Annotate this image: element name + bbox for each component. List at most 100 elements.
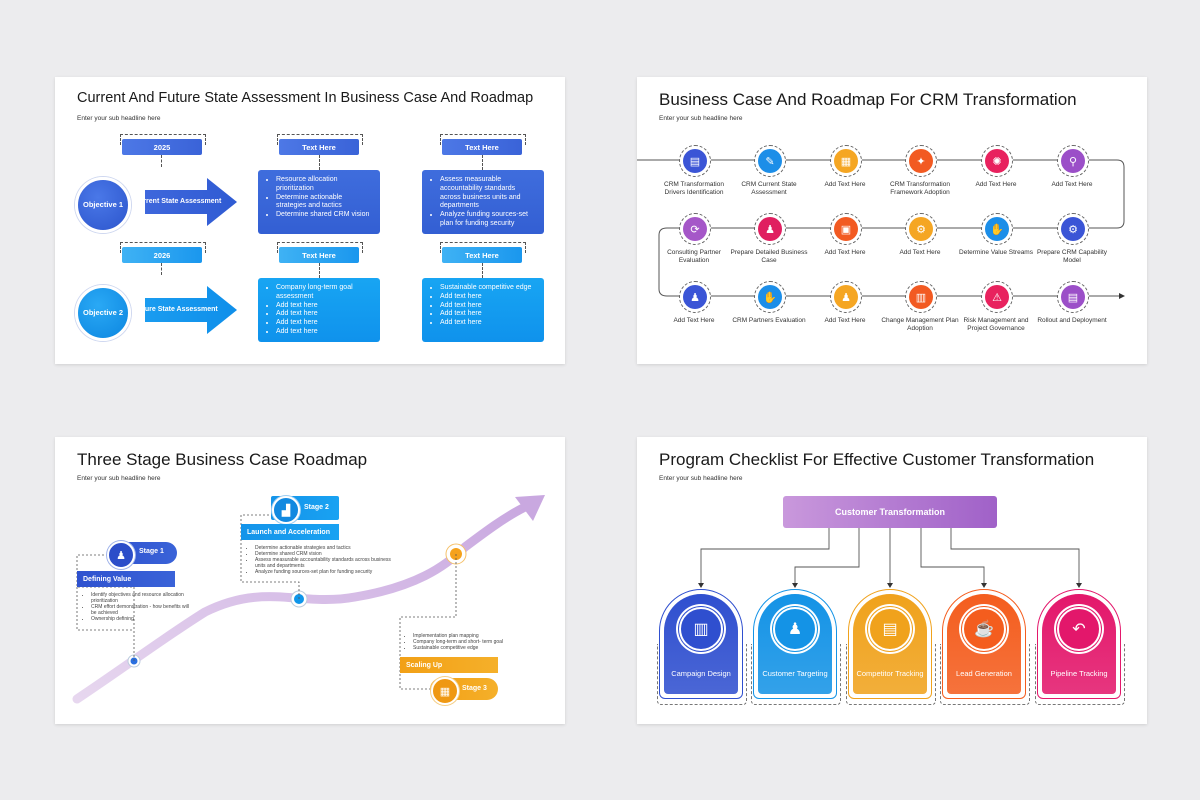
roadmap-node: ⚲ xyxy=(1057,145,1089,177)
connector xyxy=(161,155,162,167)
bullet-item: Add text here xyxy=(440,310,536,319)
bullet-item: CRM effort demonstration - how benefits … xyxy=(91,604,193,616)
card-bracket xyxy=(940,644,1030,705)
bullet-item: Add text here xyxy=(276,328,372,337)
bullet-item: Company long-term and short- term goal xyxy=(413,639,525,645)
roadmap-node: ⚙ xyxy=(905,213,937,245)
roadmap-node: ▥ xyxy=(905,281,937,313)
bullet-item: Add text here xyxy=(440,293,536,302)
bullet-item: Resource allocation prioritization xyxy=(276,176,372,194)
node-label: Rollout and Deployment xyxy=(1037,317,1107,324)
roadmap-node: ✋ xyxy=(981,213,1013,245)
icon-ring: ♟ xyxy=(770,604,820,654)
text-tag: Text Here xyxy=(279,139,359,155)
icon-ring: ▤ xyxy=(865,604,915,654)
stage-bullets: Determine actionable strategies and tact… xyxy=(247,545,397,575)
slide-subtitle: Enter your sub headline here xyxy=(659,475,743,482)
card-bracket xyxy=(1035,644,1125,705)
connector xyxy=(161,263,162,275)
connector xyxy=(319,263,320,278)
bullet-item: Add text here xyxy=(440,302,536,311)
node-label: Add Text Here xyxy=(899,249,941,256)
roadmap-node: ✋ xyxy=(754,281,786,313)
connector xyxy=(319,155,320,170)
roadmap-node: ✺ xyxy=(981,145,1013,177)
people-icon: ♟ xyxy=(758,217,782,241)
slide-subtitle: Enter your sub headline here xyxy=(77,115,161,122)
node-label: Add Text Here xyxy=(824,249,866,256)
network-icon: ✺ xyxy=(985,149,1009,173)
slide-title: Business Case And Roadmap For CRM Transf… xyxy=(659,90,1077,109)
roadmap-node: ♟ xyxy=(754,213,786,245)
roadmap-node: ✎ xyxy=(754,145,786,177)
tag-frame xyxy=(277,134,363,145)
gears-icon: ⚙ xyxy=(909,217,933,241)
bullet-item: Analyze funding sources-set plan for fun… xyxy=(440,211,536,229)
bullet-item: Add text here xyxy=(276,302,372,311)
roadmap-node: ▦ xyxy=(830,145,862,177)
bullet-list: Resource allocation prioritizationDeterm… xyxy=(266,176,372,220)
return-arrow-icon: ↶ xyxy=(1057,607,1101,651)
checklist-label: Pipeline Tracking xyxy=(1050,669,1108,678)
checklist-label: Lead Generation xyxy=(956,669,1012,678)
card-bracket xyxy=(751,644,841,705)
team-icon: ✦ xyxy=(909,149,933,173)
slide-current-future-state[interactable]: Current And Future State Assessment In B… xyxy=(55,77,565,364)
stage-heading: Defining Value xyxy=(77,571,175,587)
node-label: Add Text Here xyxy=(824,317,866,324)
node-label: Add Text Here xyxy=(673,317,715,324)
bullet-item: Determine actionable strategies and tact… xyxy=(276,194,372,212)
lead-icon: ☕ xyxy=(962,607,1006,651)
id-card-icon: ▣ xyxy=(834,217,858,241)
bullet-list: Sustainable competitive edgeAdd text her… xyxy=(430,284,536,328)
monitor-chart-icon: ▤ xyxy=(868,607,912,651)
text-tag: Text Here xyxy=(442,247,522,263)
slide-subtitle: Enter your sub headline here xyxy=(77,475,161,482)
tag-frame xyxy=(277,242,363,253)
year-tag: 2025 xyxy=(122,139,202,155)
chart-icon: ▦ xyxy=(834,149,858,173)
tree-connectors xyxy=(698,528,1082,588)
roadmap-node: ⟳ xyxy=(679,213,711,245)
node-label: CRM Transformation Drivers Identificatio… xyxy=(664,181,724,197)
bullet-box: Resource allocation prioritizationDeterm… xyxy=(258,170,380,234)
handshake-icon: ✋ xyxy=(758,285,782,309)
stage-icon: ▟ xyxy=(272,496,300,524)
tag-frame xyxy=(120,134,206,145)
stage-icon: ▦ xyxy=(431,677,459,705)
objective-circle: Objective 1 xyxy=(75,177,131,233)
roadmap-node: ♟ xyxy=(830,281,862,313)
hand-coin-icon: ✋ xyxy=(985,217,1009,241)
bullet-list: Company long-term goal assessmentAdd tex… xyxy=(266,284,372,337)
bullet-item: Implementation plan mapping xyxy=(413,633,525,639)
tag-frame xyxy=(440,242,526,253)
slide-subtitle: Enter your sub headline here xyxy=(659,115,743,122)
team-meeting-icon: ♟ xyxy=(834,285,858,309)
tag-frame xyxy=(440,134,526,145)
roadmap-node: ▤ xyxy=(1057,281,1089,313)
arrow-label: Future State Assessment xyxy=(134,306,218,313)
bullet-item: Add text here xyxy=(276,310,372,319)
node-label: Risk Management and Project Governance xyxy=(963,317,1029,333)
stage-label: Stage 1 xyxy=(139,548,164,555)
text-tag: Text Here xyxy=(442,139,522,155)
growth-curve xyxy=(72,495,545,704)
slide-program-checklist[interactable]: Program Checklist For Effective Customer… xyxy=(637,437,1147,724)
checklist-label: Campaign Design xyxy=(671,669,731,678)
slide-title: Three Stage Business Case Roadmap xyxy=(77,450,368,469)
risk-icon: ⚠ xyxy=(985,285,1009,309)
bullet-item: Sustainable competitive edge xyxy=(440,284,536,293)
search-user-icon: ⚲ xyxy=(1061,149,1085,173)
slide-title: Current And Future State Assessment In B… xyxy=(77,90,534,106)
node-label: CRM Partners Evaluation xyxy=(732,317,806,324)
refresh-icon: ⟳ xyxy=(683,217,707,241)
roadmap-node: ⚠ xyxy=(981,281,1013,313)
presenter-icon: ▥ xyxy=(909,285,933,309)
slide-crm-transformation[interactable]: Business Case And Roadmap For CRM Transf… xyxy=(637,77,1147,364)
bullet-item: Company long-term goal assessment xyxy=(276,284,372,302)
roadmap-path xyxy=(637,159,1125,299)
bullet-item: Sustainable competitive edge xyxy=(413,645,525,651)
tag-frame xyxy=(120,242,206,253)
checklist-label: Customer Targeting xyxy=(762,669,828,678)
slide-three-stage-roadmap[interactable]: Three Stage Business Case Roadmap Enter … xyxy=(55,437,565,724)
